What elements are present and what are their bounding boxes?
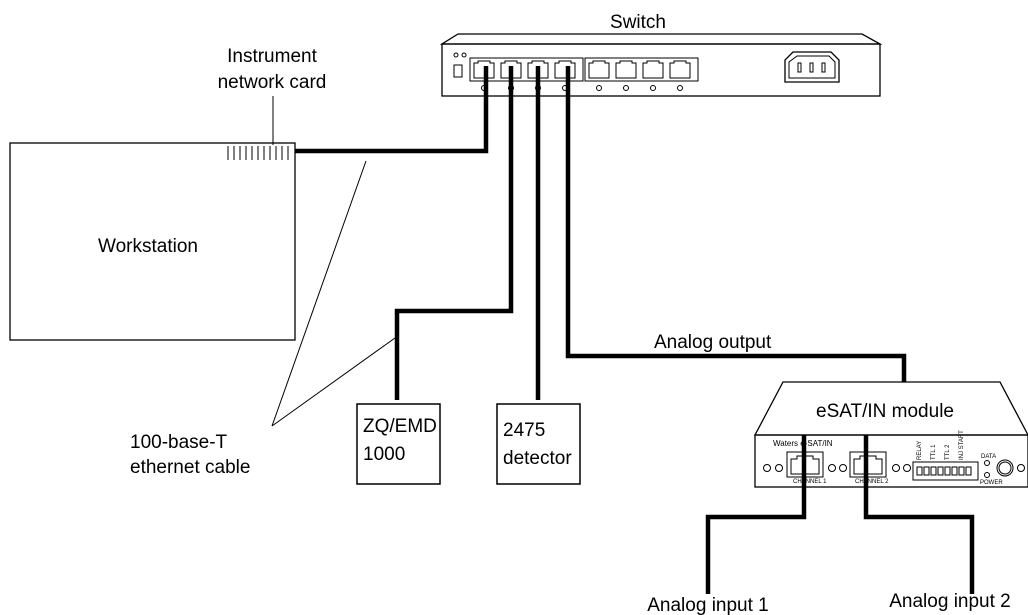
analog-input-1-label: Analog input 1: [647, 595, 769, 615]
ttl2-label: TTL 2: [945, 444, 951, 460]
switch-ports: [473, 60, 691, 79]
analog-input-2-cable: [863, 435, 975, 594]
cable-label-line2: ethernet cable: [130, 457, 250, 478]
workstation-label: Workstation: [98, 236, 198, 257]
detector-label-line2: detector: [503, 448, 572, 469]
instrument-card-label-line1: Instrument: [227, 46, 317, 67]
switch-device: [439, 33, 883, 97]
ethernet-cables: [295, 66, 975, 594]
panel-screw-left: [763, 464, 771, 472]
channel-1-port: [786, 451, 824, 478]
detector-label-line1: 2475: [503, 420, 545, 441]
power-led: [984, 472, 990, 478]
esat-cable: [565, 66, 907, 382]
channel-1-label: CHANNEL 1: [793, 479, 827, 485]
switch-label: Switch: [610, 12, 666, 33]
esat-module-label: eSAT/IN module: [816, 401, 954, 422]
instrument-card-label-line2: network card: [218, 72, 327, 93]
cable-callout-line-2: [271, 337, 396, 427]
analog-input-1-cable: [705, 435, 807, 594]
terminal-block: [912, 461, 979, 481]
power-led-label: POWER: [980, 480, 1003, 486]
detector-box: [496, 403, 581, 485]
zq-label-line2: 1000: [363, 444, 405, 465]
network-card: [227, 146, 289, 160]
ttl1-label: TTL 1: [931, 444, 937, 460]
analog-output-label: Analog output: [654, 332, 772, 353]
relay-label: RELAY: [917, 441, 923, 460]
zq-emd-box: [356, 403, 441, 485]
esat-power-button: [996, 459, 1014, 477]
channel-2-port: [849, 451, 887, 478]
workstation-device: [9, 142, 296, 341]
power-inlet: [784, 51, 840, 83]
start-label: INJ START: [959, 430, 965, 460]
data-led: [984, 460, 990, 466]
zq-label-line1: ZQ/EMD: [363, 416, 437, 437]
analog-input-2-label: Analog input 2: [889, 591, 1011, 612]
zq-cable: [394, 66, 514, 400]
channel-2-label: CHANNEL 2: [855, 479, 889, 485]
esat-brand: Waters e-SAT/IN: [773, 439, 833, 448]
workstation-cable: [295, 66, 489, 154]
data-led-label: DATA: [981, 454, 996, 460]
esat-module: Waters e-SAT/IN CHANNEL 1 CHANNEL 2 RELA…: [753, 381, 1028, 488]
cable-label-line1: 100-base-T: [130, 432, 228, 453]
cable-callout-line-1: [271, 160, 367, 427]
